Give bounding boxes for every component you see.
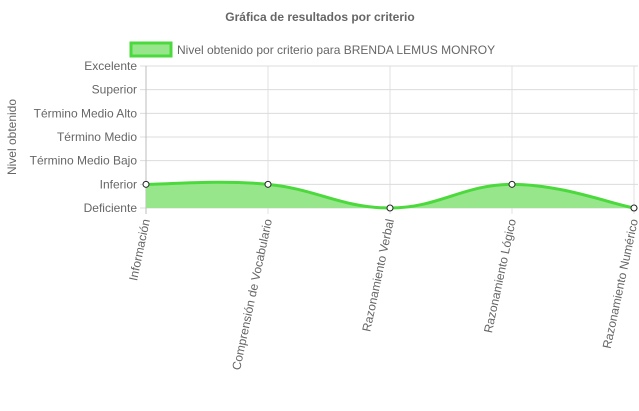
data-point[interactable] <box>264 180 272 188</box>
legend-label: Nivel obtenido por criterio para BRENDA … <box>177 43 495 57</box>
legend-swatch <box>129 41 173 58</box>
x-tick-label: Comprensión de Vocabulario <box>229 217 275 371</box>
x-tick-labels: Información Comprensión de Vocabulario Raz… <box>126 217 639 371</box>
y-tick-label: Deficiente <box>84 201 138 215</box>
series-area <box>146 182 634 208</box>
y-tick-label: Término Medio <box>57 130 137 144</box>
data-point[interactable] <box>386 204 394 212</box>
data-point[interactable] <box>142 180 150 188</box>
x-tick-label: Razonamiento Verbal <box>359 218 397 333</box>
x-tick-label: Razonamiento Lógico <box>481 217 519 334</box>
y-tick-label: Término Medio Alto <box>34 106 138 120</box>
y-axis-title: Nivel obtenido <box>5 99 19 175</box>
y-tick-label: Excelente <box>84 59 137 73</box>
chart-title: Gráfica de resultados por criterio <box>225 10 414 24</box>
x-tick-label: Razonamiento Numérico <box>600 217 639 349</box>
x-tick-label: Información <box>126 218 153 282</box>
data-point[interactable] <box>630 204 638 212</box>
y-tick-label: Inferior <box>100 177 137 191</box>
data-point[interactable] <box>508 180 516 188</box>
y-tick-labels: Deficiente Inferior Término Medio Bajo Térm… <box>30 59 138 215</box>
y-tick-label: Superior <box>92 83 137 97</box>
y-tick-label: Término Medio Bajo <box>30 154 138 168</box>
legend[interactable]: Nivel obtenido por criterio para BRENDA … <box>129 41 495 58</box>
series-layer <box>142 180 638 212</box>
